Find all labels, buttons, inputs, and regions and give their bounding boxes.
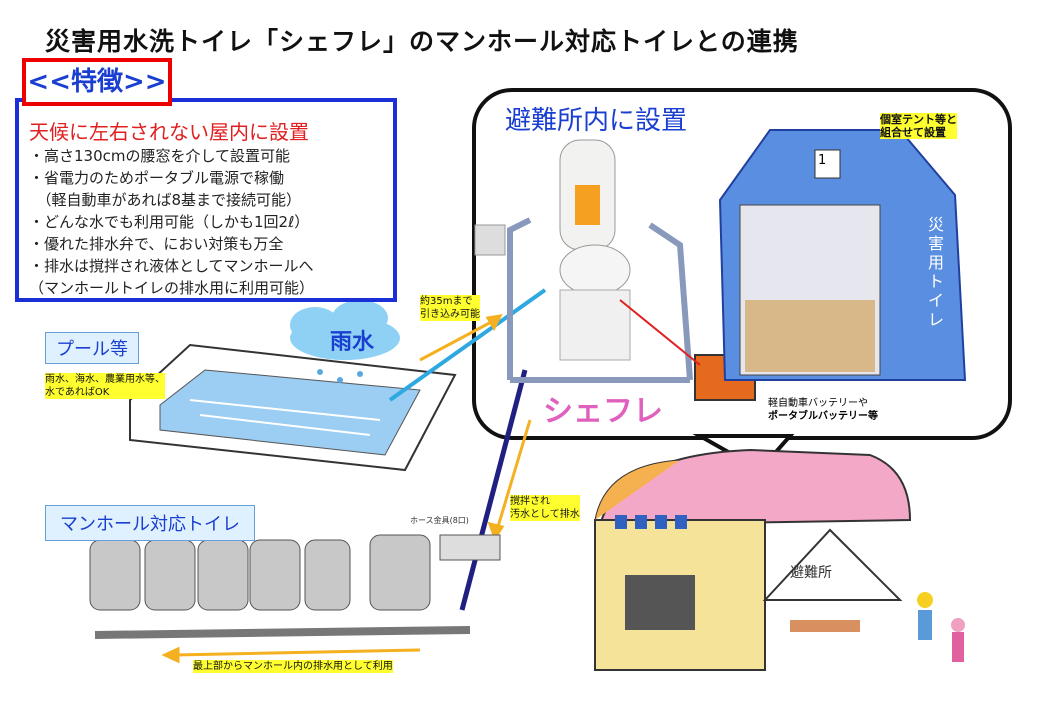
intake-note-line: 引き込み可能 [420,308,480,321]
manhole-label: マンホール対応トイレ [45,505,255,541]
tent-illustration [718,129,967,381]
bubble-title: 避難所内に設置 [505,106,688,136]
pool-note-line: 水であればOK [45,386,165,399]
intake-hose [388,288,547,402]
drain-note: 撹拌され 汚水として排水 [510,495,580,521]
intake-note: 約35mまで 引き込み可能 [420,295,480,321]
tent-sign: 災害用トイレ [928,215,945,329]
feature-item: ・排水は撹拌され液体としてマンホールへ [29,257,314,275]
bottom-note: 最上部からマンホール内の排水用として利用 [193,660,393,673]
page-title: 災害用水洗トイレ「シェフレ」のマンホール対応トイレとの連携 [45,27,799,56]
drain-note-line: 汚水として排水 [510,508,580,521]
feature-item: ・どんな水でも利用可能（しかも1回2ℓ） [29,213,310,231]
flow-arrows [161,314,532,664]
rain-cloud-icon [290,300,400,383]
tent-note-line: 個室テント等と [880,113,957,126]
features-badge: <<特徴>> [22,58,172,106]
battery-note: 軽自動車バッテリーや ポータブルバッテリー等 [768,397,878,423]
intake-note-line: 約35mまで [420,295,480,308]
pool-note-line: 雨水、海水、農業用水等、 [45,373,165,386]
tent-number: 1 [818,153,827,168]
hose-label: ホース金具(8口) [410,516,469,525]
features-box: 天候に左右されない屋内に設置 ・高さ130cmの腰窓を介して設置可能 ・省電力の… [15,98,397,302]
pool-note: 雨水、海水、農業用水等、 水であればOK [45,373,165,399]
drain-hose [459,369,528,611]
pool-label: プール等 [45,332,139,364]
battery-note-line: ポータブルバッテリー等 [768,411,878,422]
feature-item: （マンホールトイレの排水用に利用可能） [29,279,315,297]
tent-note-line: 組合せて設置 [880,126,957,139]
shelter-sign: 避難所 [790,565,832,581]
tent-note: 個室テント等と 組合せて設置 [880,113,957,139]
feature-item: ・高さ130cmの腰窓を介して設置可能 [29,147,291,165]
feature-item: ・優れた排水弁で、におい対策も万全 [29,235,284,253]
sheflet-toilet-illustration [474,139,756,401]
manhole-toilets-illustration [89,534,501,639]
product-name: シェフレ [543,394,663,429]
drain-note-line: 撹拌され [510,495,580,508]
battery-note-line: 軽自動車バッテリーや [768,398,868,409]
shelter-building-illustration [594,448,965,671]
features-heading: 天候に左右されない屋内に設置 [29,120,309,144]
pool-illustration [129,343,457,472]
feature-item: （軽自動車があれば8基まで接続可能） [29,191,302,209]
rain-label: 雨水 [330,330,375,355]
feature-item: ・省電力のためポータブル電源で稼働 [29,169,285,187]
